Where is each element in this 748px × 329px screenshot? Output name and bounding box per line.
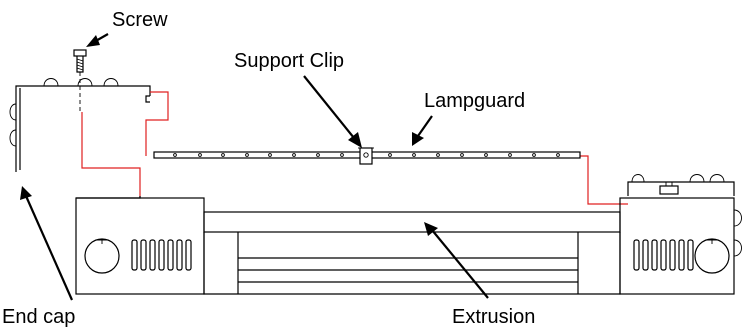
support-clip <box>358 147 374 165</box>
label-extrusion: Extrusion <box>452 306 535 328</box>
label-support-clip: Support Clip <box>234 50 344 72</box>
end-cap-left <box>9 78 151 172</box>
end-cap-right <box>627 174 742 257</box>
label-lampguard: Lampguard <box>424 90 525 112</box>
screw <box>73 49 87 112</box>
extrusion <box>75 196 735 295</box>
vent-slots-left <box>131 239 192 271</box>
callout-arrows <box>20 33 489 301</box>
wiring <box>81 91 628 205</box>
label-screw: Screw <box>112 9 168 31</box>
lampguard-holes <box>173 153 560 157</box>
label-end-cap: End cap <box>2 306 75 328</box>
vent-slots-right <box>633 239 694 271</box>
